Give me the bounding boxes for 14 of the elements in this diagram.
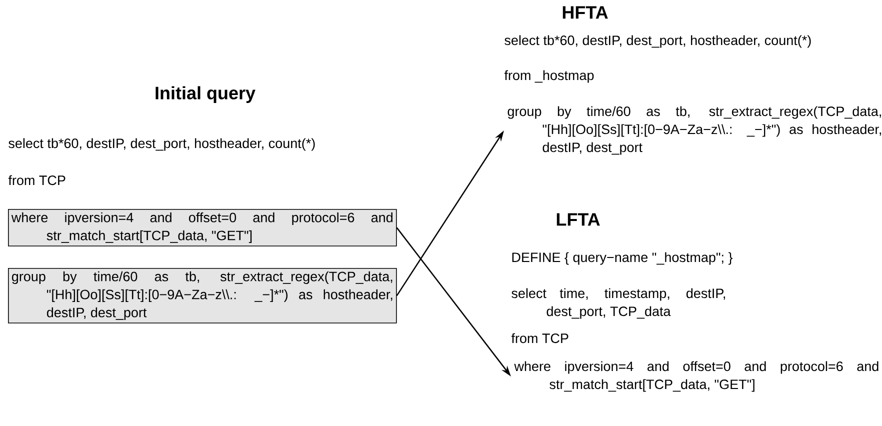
query-text: select tb*60, destIP, dest_port, hostheader, count(*) xyxy=(8,138,315,151)
query-text: from TCP xyxy=(511,333,568,344)
query-text: DEFINE { query−name "_hostmap"; } xyxy=(512,252,733,265)
query-clause-box: where ipversion=4 and offset=0 and protocol=6 and str_match_start[TCP_data, "GET"] xyxy=(8,209,397,246)
query-text: from TCP xyxy=(8,175,66,186)
query-text: from _hostmap xyxy=(504,70,594,83)
section-heading: LFTA xyxy=(556,213,600,226)
section-heading: HFTA xyxy=(562,6,608,19)
query-clause-box: group by time/60 as tb, str_extract_regex(TCP_data, "[Hh][Oo][Ss][Tt]:[0−9A−Za−z\\.: _−]*") as hostheader, destIP, dest_port xyxy=(8,268,397,324)
query-text: select tb*60, destIP, dest_port, hostheader, count(*) xyxy=(504,35,811,48)
query-clause-text: where ipversion=4 and offset=0 and protocol=6 and str_match_start[TCP_data, "GET"] xyxy=(514,361,878,392)
query-clause-text: group by time/60 as tb, str_extract_regex(TCP_data, "[Hh][Oo][Ss][Tt]:[0−9A−Za−z\\.: _−]*") as hostheader, destIP, dest_port xyxy=(508,106,882,155)
section-heading: Initial query xyxy=(156,86,256,103)
query-text: select time, timestamp, destIP, dest_port, TCP_data xyxy=(512,288,725,319)
